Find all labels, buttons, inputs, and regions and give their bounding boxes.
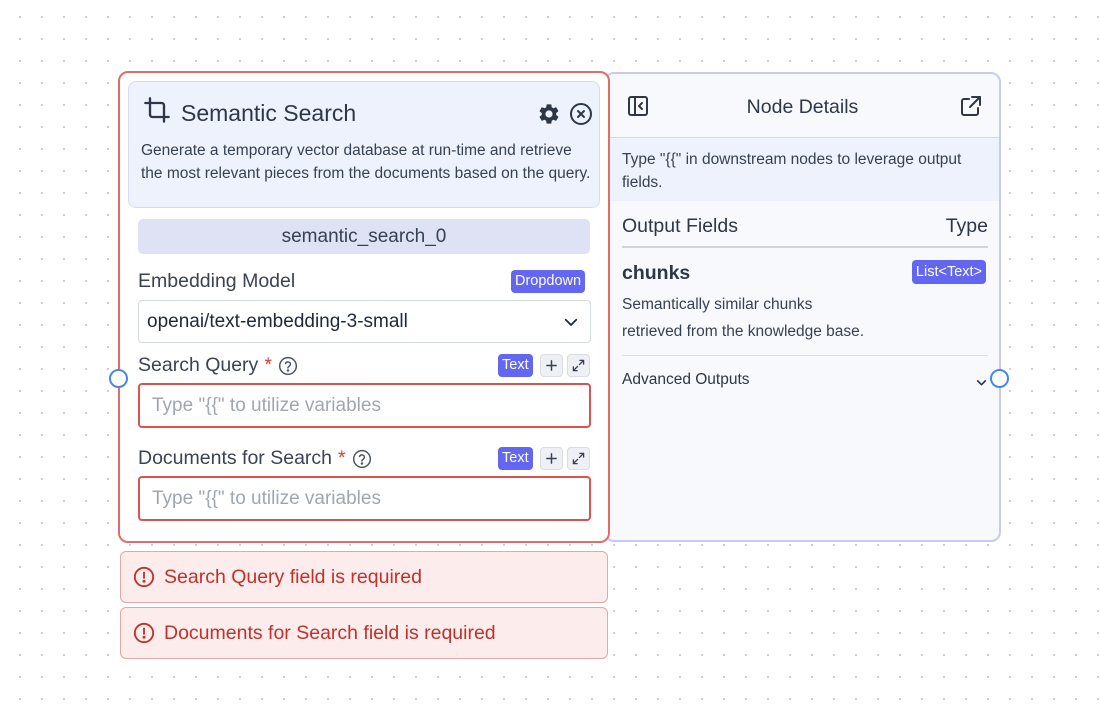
panel-title: Node Details: [746, 96, 859, 118]
output-field-type-badge: List<Text>: [911, 260, 986, 284]
external-link-icon[interactable]: [959, 94, 983, 118]
input-handle[interactable]: [109, 369, 128, 388]
error-circle-icon: [133, 622, 155, 644]
search-query-input[interactable]: [138, 383, 591, 428]
plus-icon: [546, 360, 557, 371]
expand-icon: [572, 452, 585, 465]
error-circle-icon: [133, 566, 155, 588]
output-handle[interactable]: [990, 369, 1009, 388]
embedding-model-value: openai/text-embedding-3-small: [147, 310, 408, 332]
output-field-description-line: retrieved from the knowledge base.: [622, 323, 865, 340]
expand-button[interactable]: [567, 354, 590, 377]
text-badge: Text: [498, 447, 533, 470]
embedding-model-select[interactable]: openai/text-embedding-3-small: [138, 300, 591, 343]
add-variable-button[interactable]: [540, 354, 563, 377]
output-field-description: Semantically similar chunks retrieved fr…: [622, 291, 922, 345]
documents-input[interactable]: [138, 476, 591, 521]
help-circle-icon[interactable]: [278, 356, 298, 376]
error-message: Documents for Search field is required: [164, 621, 496, 644]
node-title: Semantic Search: [181, 100, 357, 126]
output-fields-label: Output Fields: [622, 215, 738, 237]
sidebar-collapse-icon[interactable]: [626, 94, 650, 118]
node-header: Semantic Search Generate a temporary vec…: [128, 81, 600, 208]
help-circle-icon[interactable]: [352, 449, 372, 469]
output-fields-header: Output Fields Type: [622, 215, 988, 248]
advanced-outputs-toggle[interactable]: Advanced Outputs: [622, 371, 750, 388]
search-query-label: Search Query *: [138, 354, 298, 377]
chevron-down-icon: [564, 318, 578, 326]
close-circle-icon[interactable]: [569, 102, 593, 126]
error-documents: Documents for Search field is required: [120, 607, 608, 659]
crop-icon: [144, 97, 170, 123]
type-label: Type: [945, 215, 988, 237]
output-field-name: chunks: [622, 262, 691, 284]
text-badge: Text: [498, 354, 533, 377]
gear-icon[interactable]: [537, 102, 561, 126]
embedding-model-label: Embedding Model: [138, 270, 295, 293]
node-details-panel: Node Details Type "{{" in downstream nod…: [604, 72, 1001, 542]
add-variable-button[interactable]: [540, 447, 563, 470]
expand-button[interactable]: [567, 447, 590, 470]
expand-icon: [572, 359, 585, 372]
node-id: semantic_search_0: [138, 219, 590, 254]
divider: [622, 355, 988, 356]
panel-header: Node Details: [606, 74, 999, 138]
documents-label: Documents for Search *: [138, 447, 372, 470]
required-mark: *: [338, 447, 346, 469]
embedding-model-label-text: Embedding Model: [138, 270, 296, 292]
node-description: Generate a temporary vector database at …: [141, 142, 591, 182]
dropdown-badge: Dropdown: [511, 270, 586, 293]
semantic-search-node[interactable]: Semantic Search Generate a temporary vec…: [118, 71, 610, 543]
documents-label-text: Documents for Search: [138, 447, 333, 469]
chevron-down-icon[interactable]: [975, 376, 988, 389]
output-field-description-line: Semantically similar chunks: [622, 296, 813, 313]
error-message: Search Query field is required: [164, 565, 422, 588]
required-mark: *: [264, 354, 272, 376]
panel-hint: Type "{{" in downstream nodes to leverag…: [606, 138, 999, 201]
error-search-query: Search Query field is required: [120, 551, 608, 603]
search-query-label-text: Search Query: [138, 354, 259, 376]
plus-icon: [546, 453, 557, 464]
